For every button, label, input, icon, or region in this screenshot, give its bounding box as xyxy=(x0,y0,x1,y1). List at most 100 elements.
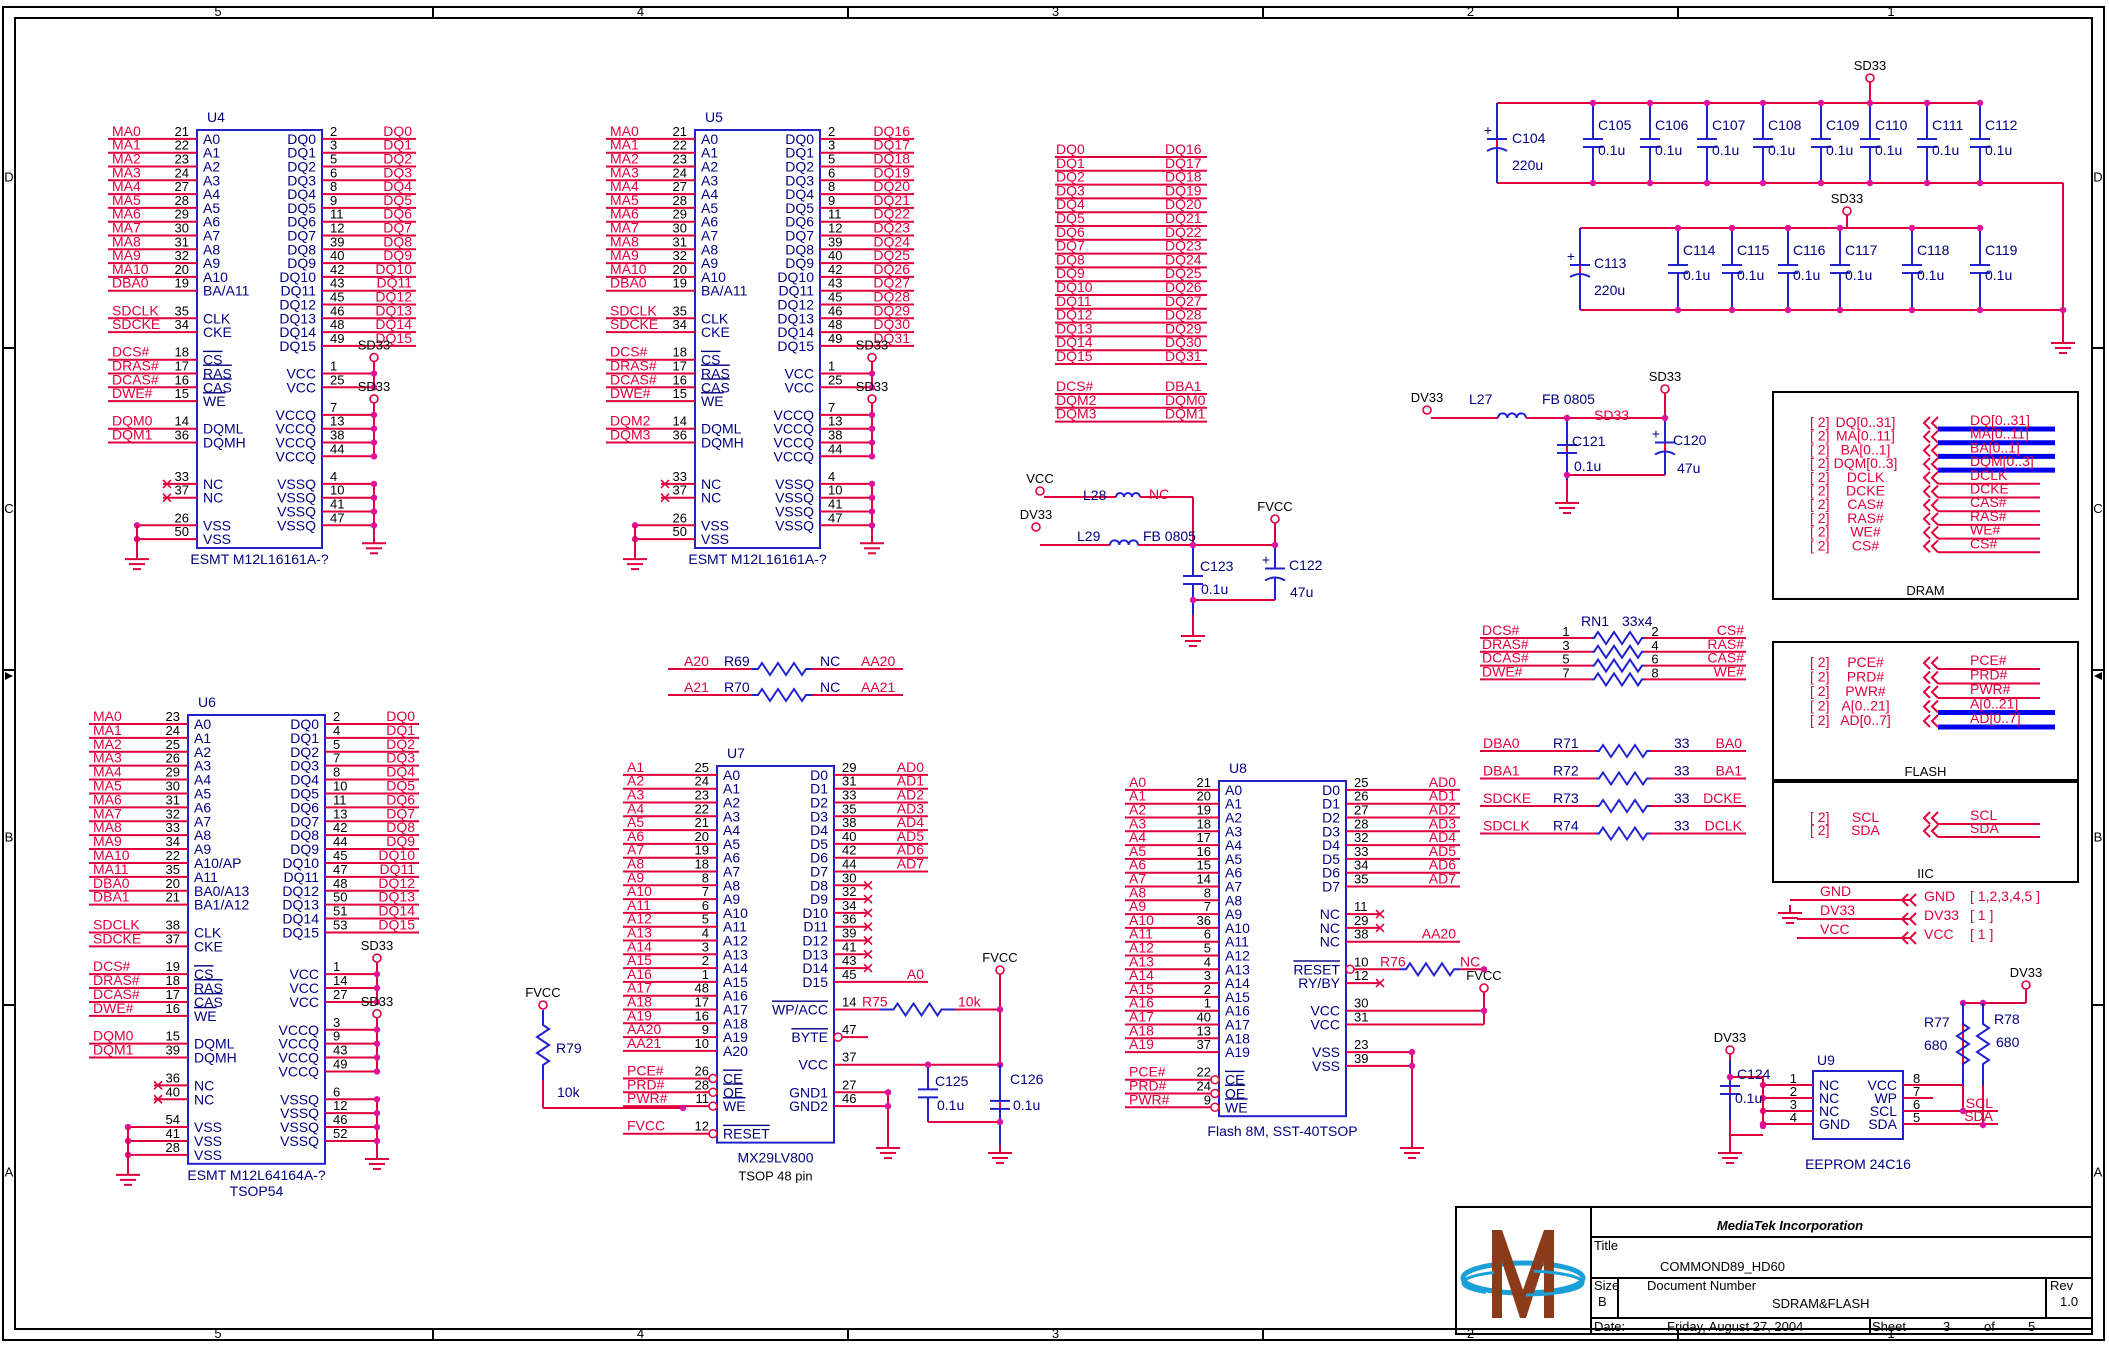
pin-name: A10/AP xyxy=(194,855,241,871)
port-net: RAS# xyxy=(1970,508,2007,524)
net-label: A5 xyxy=(1129,843,1146,859)
pin-number: 9 xyxy=(828,193,835,208)
junction-dot xyxy=(1271,541,1279,549)
nc-mark xyxy=(863,963,873,973)
alias-right: DQ26 xyxy=(1165,279,1202,295)
net-label: SDCLK xyxy=(610,302,657,318)
cap-value: 0.1u xyxy=(1683,267,1710,283)
port-blocks: DRAM[ 2]DQ[0..31]DQ[0..31][ 2]MA[0..11]M… xyxy=(1772,391,2079,945)
pin-number: 18 xyxy=(1197,816,1211,831)
pin-name: A0 xyxy=(1225,782,1242,798)
pin-number: 37 xyxy=(1197,1037,1211,1052)
res-ref: R74 xyxy=(1553,818,1579,834)
nc-mark xyxy=(1375,978,1385,988)
company-name: MediaTek Incorporation xyxy=(1717,1218,1863,1233)
pin-number: 21 xyxy=(1197,775,1211,790)
pin-name: CKE xyxy=(194,938,223,954)
net-label: DCKE xyxy=(1703,790,1742,806)
net-label: DBA1 xyxy=(1483,763,1520,779)
pin-number: 20 xyxy=(1197,789,1211,804)
net-label: AD3 xyxy=(897,800,924,816)
pin-name: GND2 xyxy=(789,1098,828,1114)
pin-name: A4 xyxy=(203,186,220,202)
pin-name: DQ7 xyxy=(785,228,814,244)
junction-dot xyxy=(868,480,876,488)
power-label: FVCC xyxy=(1466,968,1501,983)
junction-dot xyxy=(1703,99,1711,107)
net-label: A10 xyxy=(627,883,652,899)
pin-number: 26 xyxy=(695,1064,709,1079)
net-label: AD2 xyxy=(1429,802,1456,818)
chip-ref: U6 xyxy=(198,694,216,710)
junction-dot xyxy=(1908,224,1916,232)
cap-ref: C120 xyxy=(1673,432,1707,448)
pin-number: 23 xyxy=(673,152,687,167)
net-label: SDCLK xyxy=(112,302,159,318)
pin-name: DQ11 xyxy=(283,869,319,885)
junction-dot xyxy=(884,1102,892,1110)
net-label: A2 xyxy=(627,773,644,789)
pin-name: A10 xyxy=(203,269,228,285)
net-label: AD5 xyxy=(897,828,924,844)
pin-name: D1 xyxy=(810,781,828,797)
inductor xyxy=(1109,539,1139,546)
port-name: PRD# xyxy=(1847,669,1885,685)
pin-name: NC xyxy=(1819,1103,1839,1119)
port-net: SCL xyxy=(1970,807,1997,823)
pin-number: 23 xyxy=(166,709,180,724)
pin-name: NC xyxy=(701,476,721,492)
pin-name: VCCQ xyxy=(279,1036,320,1052)
junction-dot xyxy=(868,453,876,460)
pin-number: 28 xyxy=(175,193,189,208)
power-port-sheets: [ 1,2,3,4,5 ] xyxy=(1970,888,2040,904)
pin-number: 17 xyxy=(166,987,180,1002)
junction-dot xyxy=(1759,179,1767,187)
pin-name: A4 xyxy=(723,822,740,838)
title-block: MediaTek IncorporationTitleCOMMOND89_HD6… xyxy=(1455,1206,2093,1335)
net-label: DQ9 xyxy=(383,247,412,263)
junction-dot xyxy=(1703,179,1711,187)
pin-name: A17 xyxy=(1225,1017,1250,1033)
net-label: DCAS# xyxy=(93,986,140,1002)
junction-dot xyxy=(1674,306,1682,314)
pin-number: 4 xyxy=(828,469,835,484)
res-value: 33 xyxy=(1674,790,1690,806)
pin-name: A2 xyxy=(1225,810,1242,826)
pin-number: 50 xyxy=(333,890,347,905)
pin-number: 40 xyxy=(1197,1010,1211,1025)
port-net: DQ[0..31] xyxy=(1970,412,2030,428)
power-label: SD33 xyxy=(358,379,391,394)
pin-name: DQ11 xyxy=(778,283,814,299)
power-net: DV33 xyxy=(1820,902,1855,918)
net-label: MA8 xyxy=(112,233,141,249)
pin-number: 30 xyxy=(673,221,687,236)
pin-name: D2 xyxy=(810,795,828,811)
pin-name: VSS xyxy=(1312,1058,1340,1074)
pin-name: NC xyxy=(1320,934,1340,950)
pin-number: 13 xyxy=(1197,1023,1211,1038)
pin-number: 21 xyxy=(673,124,687,139)
net-label: AD6 xyxy=(1429,857,1456,873)
net-label: MA6 xyxy=(93,791,122,807)
pin-name: A0 xyxy=(194,716,211,732)
pin-name: NC xyxy=(1819,1077,1839,1093)
pin-number: 16 xyxy=(175,372,189,387)
pin-number: 40 xyxy=(166,1084,180,1099)
pin-name: A2 xyxy=(723,795,740,811)
pin-name: WE xyxy=(723,1098,746,1114)
cap-plate xyxy=(1486,147,1508,152)
port-arrow xyxy=(1922,443,1939,458)
net-label: AD7 xyxy=(1429,871,1456,887)
junction-dot xyxy=(370,508,378,515)
pin-name: A5 xyxy=(723,836,740,852)
pin-number: 17 xyxy=(1197,830,1211,845)
port-name: AD[0..7] xyxy=(1840,712,1891,728)
port-sheet: [ 2] xyxy=(1810,510,1829,526)
resistor xyxy=(1592,657,1644,674)
alias-left: DQM2 xyxy=(1056,392,1097,408)
port-net: BA[0..1] xyxy=(1970,439,2020,455)
pin-name: A10 xyxy=(1225,920,1250,936)
resistor xyxy=(535,1010,551,1080)
bubble xyxy=(708,1087,718,1098)
power-port xyxy=(369,394,379,404)
